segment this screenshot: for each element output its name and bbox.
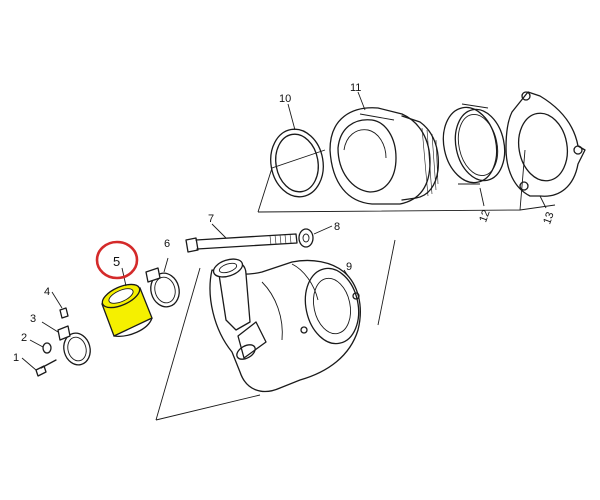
callout-1: 1: [13, 352, 19, 364]
callout-6: 6: [164, 238, 170, 250]
callout-2: 2: [21, 332, 27, 344]
part-9-pump-housing: [209, 258, 361, 393]
callout-7: 7: [208, 213, 214, 225]
part-5-sleeve-highlighted: [101, 267, 153, 337]
callout-9: 9: [346, 261, 352, 273]
part-10-o-ring: [270, 103, 324, 198]
callout-12: 12: [477, 208, 492, 224]
part-1-small-screw: [21, 357, 57, 377]
callout-5: 5: [113, 254, 120, 269]
part-2-small-washer: [29, 339, 52, 354]
part-3-hose-clamp: [41, 321, 91, 366]
callout-4: 4: [44, 286, 50, 298]
part-7-long-bolt: [185, 223, 298, 253]
part-12-band-ring: [442, 103, 506, 207]
part-4-small-nut: [51, 291, 69, 319]
callout-11: 11: [350, 82, 361, 94]
part-6-hose-clamp: [145, 257, 180, 308]
part-8-washer: [298, 225, 333, 248]
assembly-outline: [155, 149, 556, 421]
part-11-cover-cap: [329, 91, 440, 205]
callout-8: 8: [334, 221, 340, 233]
callout-3: 3: [30, 313, 36, 325]
callout-13: 13: [541, 210, 556, 226]
callout-10: 10: [279, 93, 291, 105]
part-13-flange-gasket: [505, 91, 586, 209]
part-5-callout-ring: [95, 240, 139, 280]
callout-labels: 1 2 3 4 5 6 7 8 9 10 11 12 13: [13, 82, 557, 364]
